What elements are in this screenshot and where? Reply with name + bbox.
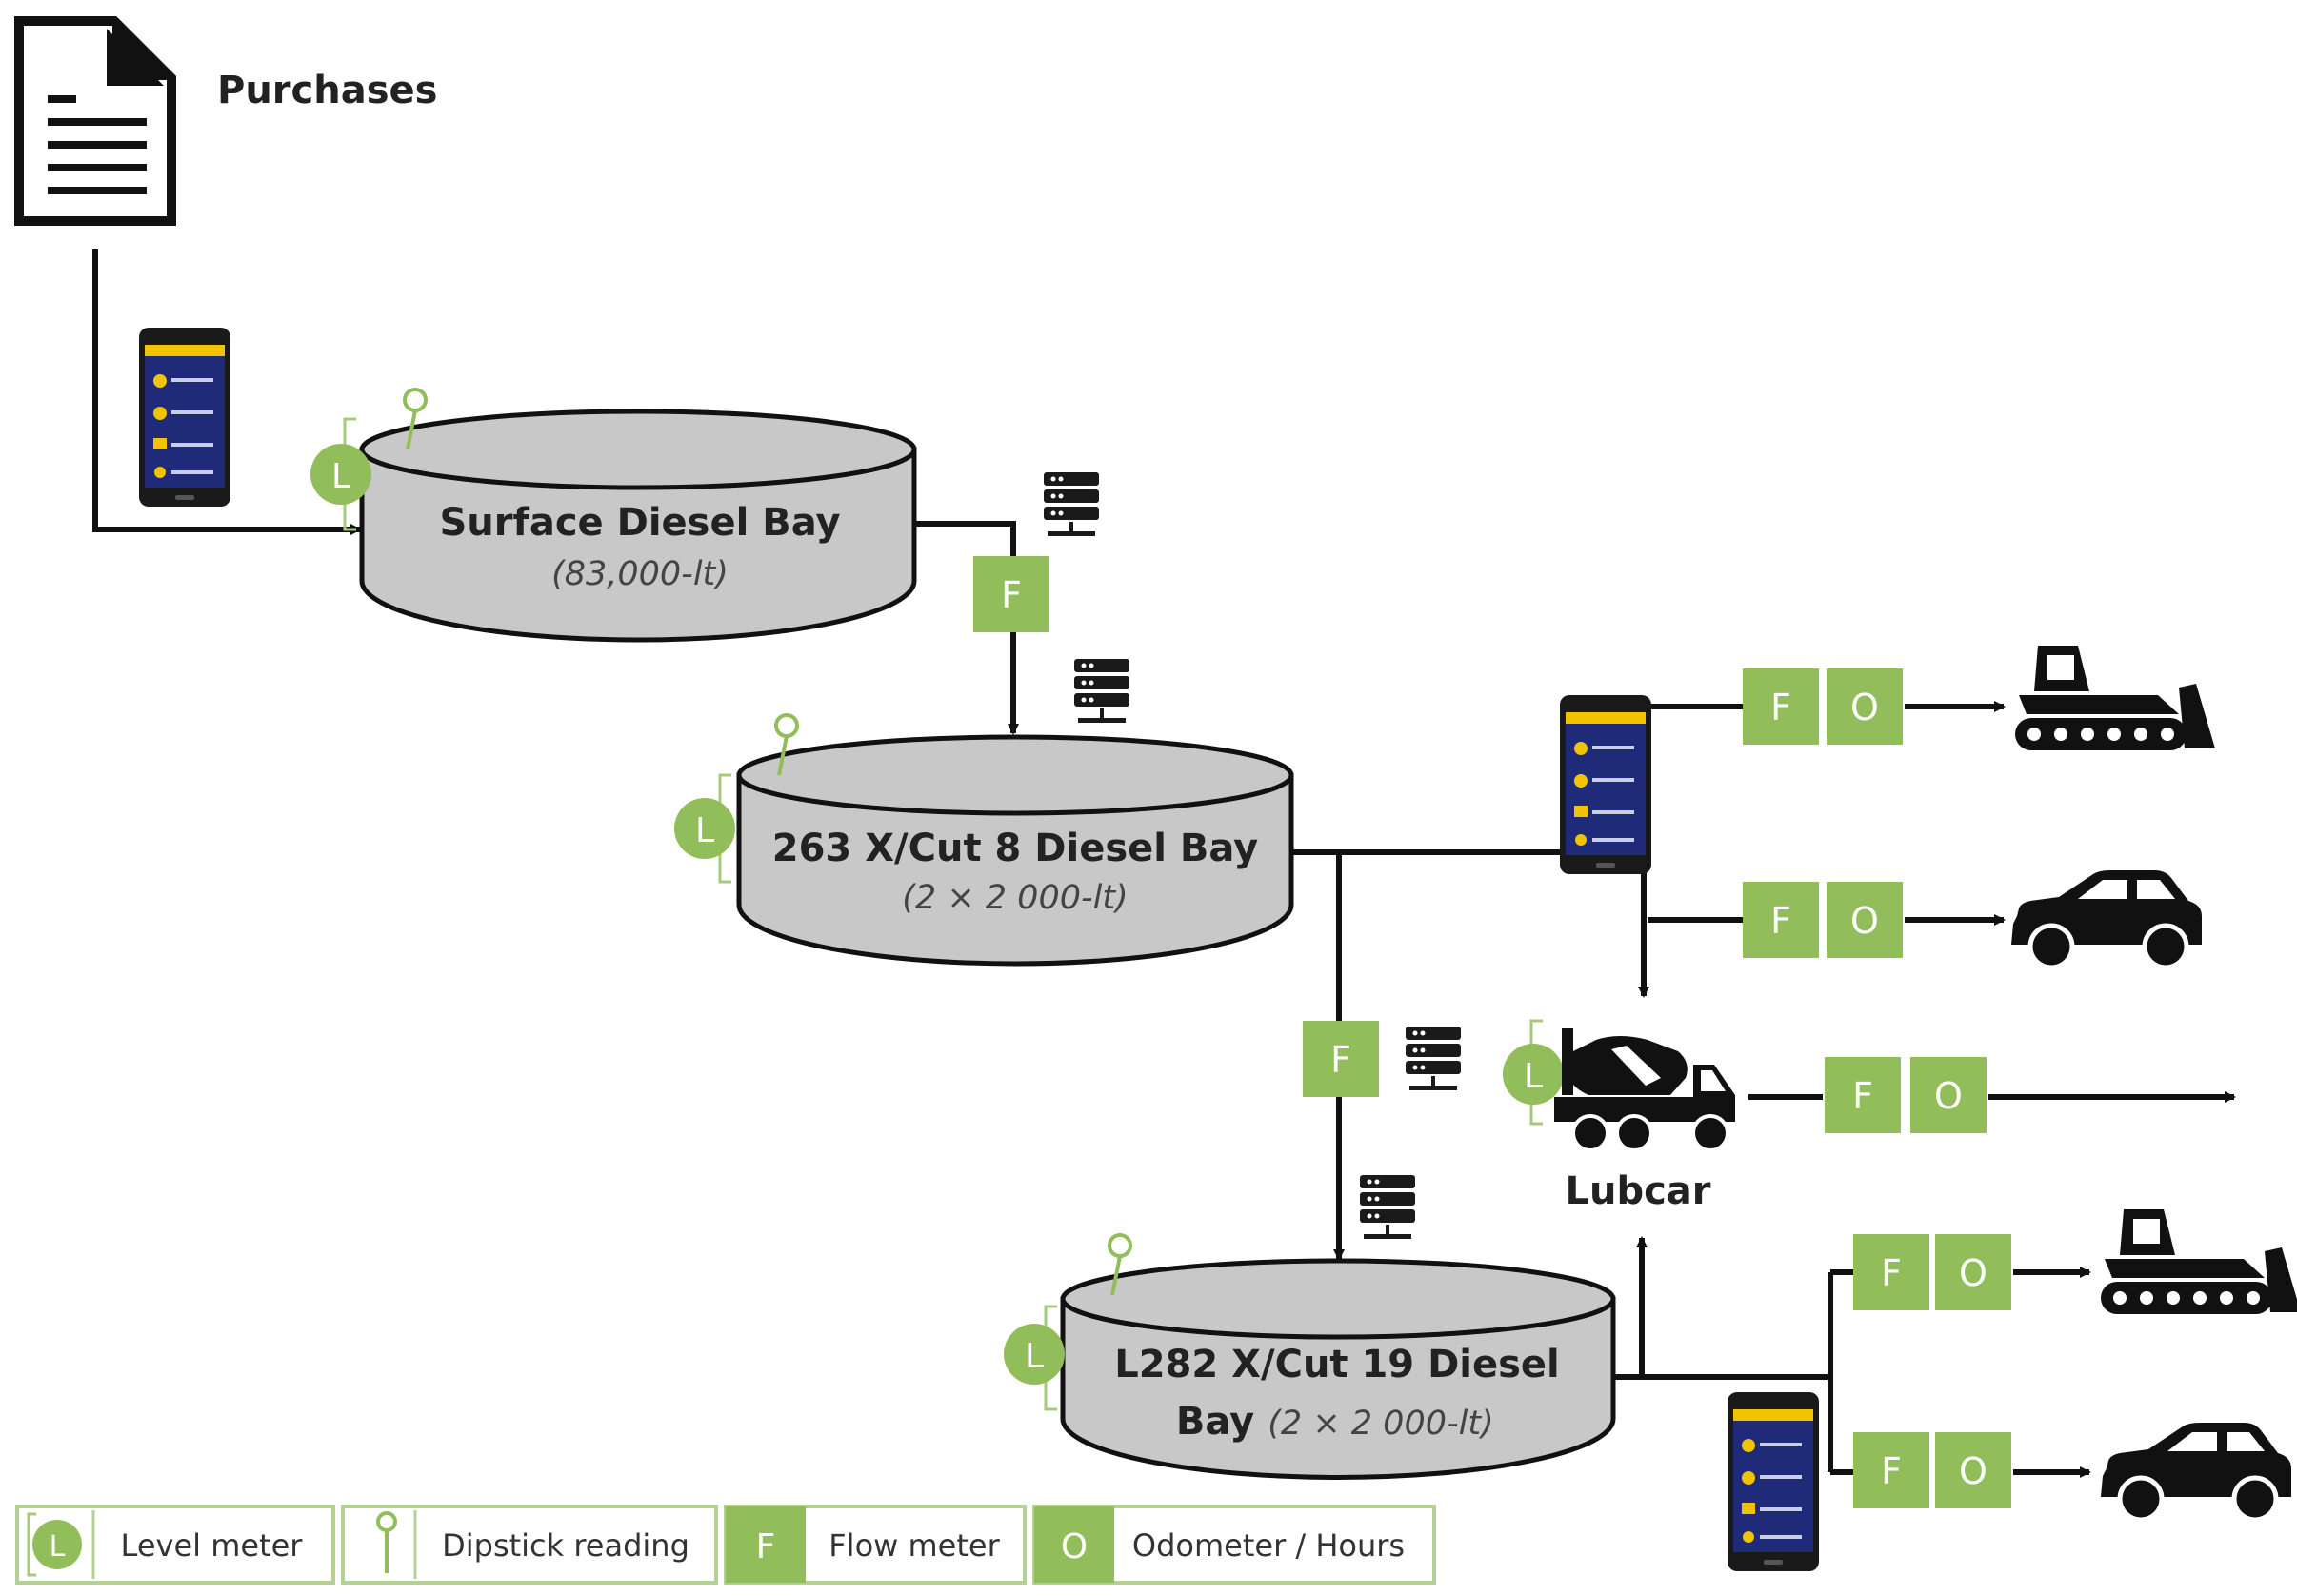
tank-263-xcut-8: 263 X/Cut 8 Diesel Bay (2 × 2 000-lt) <box>736 734 1294 967</box>
level-meter-tank1: L <box>310 417 371 531</box>
svg-text:Flow meter: Flow meter <box>829 1527 1000 1564</box>
legend-odometer-hours: O Odometer / Hours <box>1032 1505 1436 1585</box>
svg-text:F: F <box>1852 1075 1873 1117</box>
level-meter-tank2: L <box>674 773 735 884</box>
svg-text:Level meter: Level meter <box>121 1527 304 1564</box>
flow-meter-pipe2: F <box>1303 1021 1379 1097</box>
tank-name-line2: Bay <box>1176 1400 1254 1444</box>
lubcar-label: Lubcar <box>1565 1169 1710 1213</box>
server-icon <box>1044 472 1099 536</box>
fo-pair-car-2: F O <box>1853 1432 2011 1508</box>
tank-l282-xcut-19: L282 X/Cut 19 Diesel Bay (2 × 2 000-lt) <box>1060 1258 1616 1480</box>
flow-meter-pipe1: F <box>973 556 1049 632</box>
tablet-icon <box>1728 1392 1819 1571</box>
legend: L Level meter Dipstick reading F Flow me… <box>15 1505 1436 1585</box>
svg-text:O: O <box>1959 1252 1987 1294</box>
svg-text:F: F <box>1881 1252 1902 1294</box>
legend-dipstick-reading: Dipstick reading <box>341 1505 718 1585</box>
bulldozer-icon <box>2101 1209 2297 1314</box>
svg-text:O: O <box>1850 687 1879 728</box>
svg-text:F: F <box>1770 900 1791 942</box>
svg-text:O: O <box>1959 1450 1987 1492</box>
svg-text:L: L <box>1025 1337 1044 1376</box>
tank-capacity: (2 × 2 000-lt) <box>902 879 1128 917</box>
server-icon <box>1074 659 1129 723</box>
fo-pair-dozer-1: F O <box>1743 668 1903 745</box>
svg-text:F: F <box>1001 574 1022 616</box>
svg-text:O: O <box>1061 1527 1088 1566</box>
svg-text:F: F <box>1330 1039 1351 1081</box>
car-icon <box>2101 1423 2291 1520</box>
svg-text:L: L <box>1524 1057 1543 1096</box>
tank-surface-diesel-bay: Surface Diesel Bay (83,000-lt) <box>359 409 917 643</box>
tank-name: Surface Diesel Bay <box>439 501 840 545</box>
level-meter-tank3: L <box>1004 1305 1065 1411</box>
server-icon <box>1406 1027 1461 1090</box>
lubcar-truck-icon <box>1554 1028 1735 1152</box>
level-meter-lubcar: L <box>1503 1019 1564 1126</box>
document-icon <box>14 16 176 226</box>
svg-text:L: L <box>331 457 350 496</box>
tank-name-line1: L282 X/Cut 19 Diesel <box>1114 1343 1560 1387</box>
svg-text:Odometer / Hours: Odometer / Hours <box>1132 1527 1405 1564</box>
tablet-icon <box>1560 695 1651 874</box>
fo-pair-lubcar: F O <box>1825 1057 1987 1133</box>
server-icon <box>1360 1175 1415 1239</box>
car-icon <box>2011 870 2202 968</box>
tank-capacity: (2 × 2 000-lt) <box>1268 1405 1493 1443</box>
svg-text:Dipstick reading: Dipstick reading <box>442 1527 689 1564</box>
svg-text:F: F <box>756 1527 776 1566</box>
svg-text:L: L <box>50 1530 66 1564</box>
legend-level-meter: L Level meter <box>15 1505 335 1585</box>
fo-pair-dozer-2: F O <box>1853 1234 2011 1310</box>
bulldozer-icon <box>2015 646 2215 750</box>
svg-text:L: L <box>695 811 714 850</box>
svg-text:F: F <box>1770 687 1791 728</box>
document-title: Purchases <box>217 69 437 112</box>
tank-capacity: (83,000-lt) <box>551 555 729 593</box>
fo-pair-car-1: F O <box>1743 882 1903 958</box>
svg-text:F: F <box>1881 1450 1902 1492</box>
tank-name: 263 X/Cut 8 Diesel Bay <box>772 827 1258 870</box>
legend-flow-meter: F Flow meter <box>724 1505 1027 1585</box>
svg-text:O: O <box>1934 1075 1963 1117</box>
tablet-icon <box>139 328 230 507</box>
svg-text:O: O <box>1850 900 1879 942</box>
